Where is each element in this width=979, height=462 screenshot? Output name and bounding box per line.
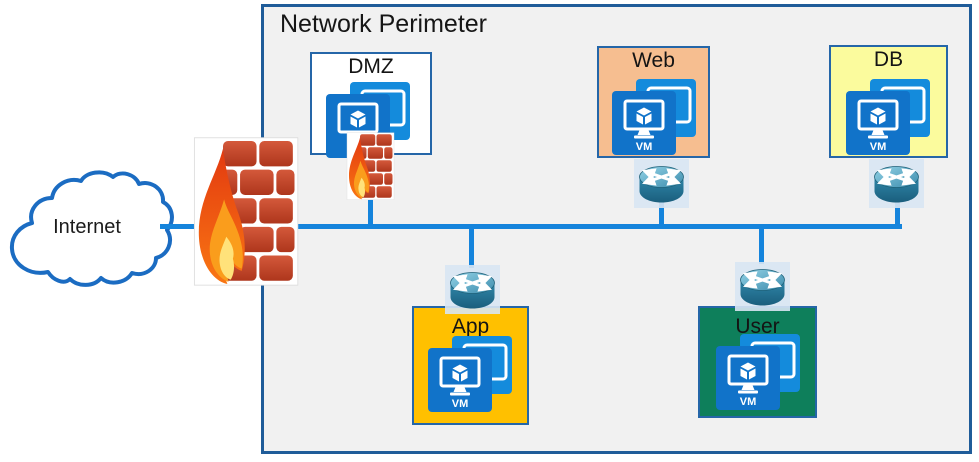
diagram-title: Network Perimeter [280, 10, 487, 38]
svg-text:VM: VM [452, 398, 469, 410]
app-connector-line [469, 228, 474, 268]
db-connector-line [895, 202, 900, 225]
svg-text:VM: VM [740, 396, 757, 408]
dmz-firewall-icon [346, 132, 395, 200]
svg-text:VM: VM [636, 141, 653, 153]
dmz-connector-line [368, 194, 373, 225]
zone-web-label: Web [632, 49, 675, 72]
perimeter-firewall-icon [193, 137, 299, 286]
web-vm-icon: VM [610, 77, 698, 157]
user-router-icon [733, 262, 792, 311]
zone-db-label: DB [873, 48, 904, 71]
zone-user-label: User [735, 315, 780, 338]
user-connector-line [759, 228, 764, 264]
svg-text:VM: VM [870, 141, 887, 153]
user-vm-icon: VM [714, 332, 802, 412]
app-vm-icon: VM [426, 334, 514, 414]
app-router-icon [443, 265, 502, 314]
db-router-icon [867, 159, 926, 208]
internet-label: Internet [53, 216, 121, 238]
zone-app-label: App [451, 315, 490, 338]
zone-dmz-label: DMZ [348, 55, 394, 78]
web-connector-line [659, 202, 664, 225]
web-router-icon [632, 159, 691, 208]
network-bus-line [160, 224, 902, 229]
db-vm-icon: VM [844, 77, 932, 157]
